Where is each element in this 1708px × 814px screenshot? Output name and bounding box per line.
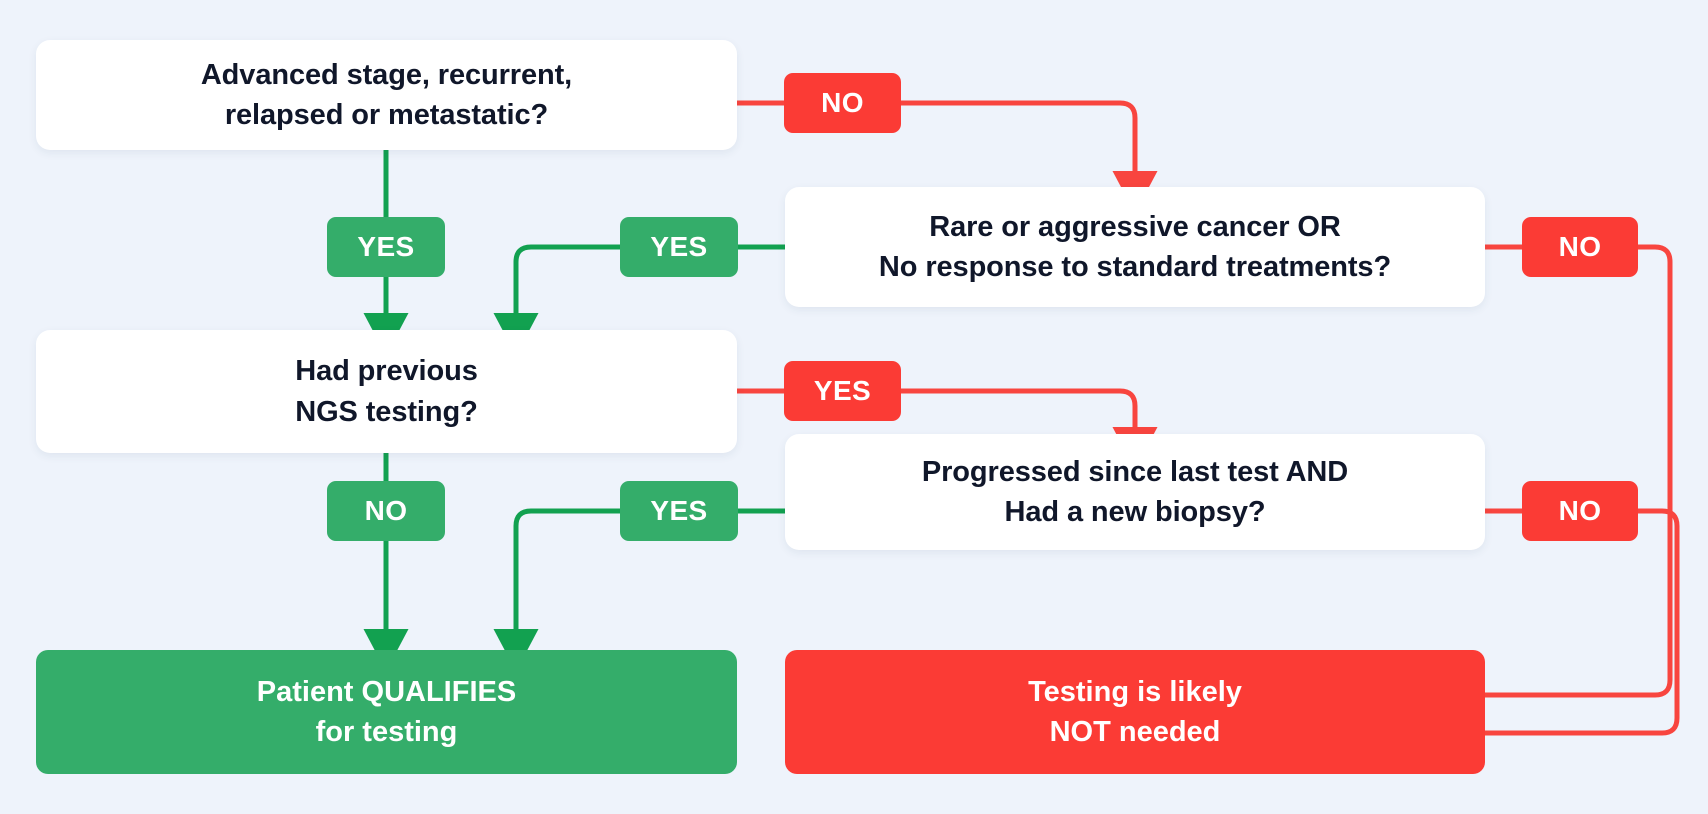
result-not-needed-line1: Testing is likely	[1028, 675, 1242, 708]
result-qualify-line1: Patient QUALIFIES	[256, 675, 517, 708]
edge-q2-yes-to-q3	[493, 244, 620, 356]
q1-line2: relapsed or metastatic?	[224, 99, 549, 131]
result-box-testing-not-needed[interactable]: Testing is likely NOT needed	[785, 650, 1485, 774]
badge-q2-yes[interactable]: YES	[620, 217, 738, 277]
q4-line2: Had a new biopsy?	[1004, 496, 1266, 528]
result-box-testing-not-needed-text: Testing is likely NOT needed	[1028, 672, 1242, 752]
edge-q4-yes-to-qualifies	[493, 508, 620, 672]
q2-line2: No response to standard treatments?	[878, 251, 1392, 283]
q2-line1: Rare or aggressive cancer OR	[929, 210, 1341, 243]
result-qualify-line2: for testing	[315, 716, 458, 748]
badge-q2-no[interactable]: NO	[1522, 217, 1638, 277]
badge-q3-no[interactable]: NO	[327, 481, 445, 541]
q1-line1: Advanced stage, recurrent,	[200, 58, 573, 91]
question-box-rare-aggressive-text: Rare or aggressive cancer OR No response…	[861, 207, 1409, 287]
question-box-advanced-stage-text: Advanced stage, recurrent, relapsed or m…	[183, 55, 590, 135]
question-box-progressed-biopsy[interactable]: Progressed since last test AND Had a new…	[785, 434, 1485, 550]
result-box-patient-qualifies[interactable]: Patient QUALIFIES for testing	[36, 650, 737, 774]
result-not-needed-line2: NOT needed	[1049, 716, 1221, 748]
q3-line2: NGS testing?	[295, 395, 478, 428]
question-box-advanced-stage[interactable]: Advanced stage, recurrent, relapsed or m…	[36, 40, 737, 150]
question-box-previous-ngs-text: Had previous NGS testing?	[277, 351, 496, 431]
question-box-rare-aggressive[interactable]: Rare or aggressive cancer OR No response…	[785, 187, 1485, 307]
badge-q1-no[interactable]: NO	[784, 73, 901, 133]
edge-q1-no-to-q2	[900, 100, 1158, 214]
badge-q1-yes[interactable]: YES	[327, 217, 445, 277]
question-box-previous-ngs[interactable]: Had previous NGS testing?	[36, 330, 737, 453]
badge-q4-yes[interactable]: YES	[620, 481, 738, 541]
badge-q3-yes[interactable]: YES	[784, 361, 901, 421]
question-box-progressed-biopsy-text: Progressed since last test AND Had a new…	[904, 452, 1366, 532]
badge-q4-no[interactable]: NO	[1522, 481, 1638, 541]
result-box-patient-qualifies-text: Patient QUALIFIES for testing	[257, 672, 516, 752]
edge-q3-yes-to-q4	[900, 388, 1158, 470]
q3-line1: Had previous	[295, 355, 478, 388]
q4-line1: Progressed since last test AND	[921, 455, 1349, 488]
